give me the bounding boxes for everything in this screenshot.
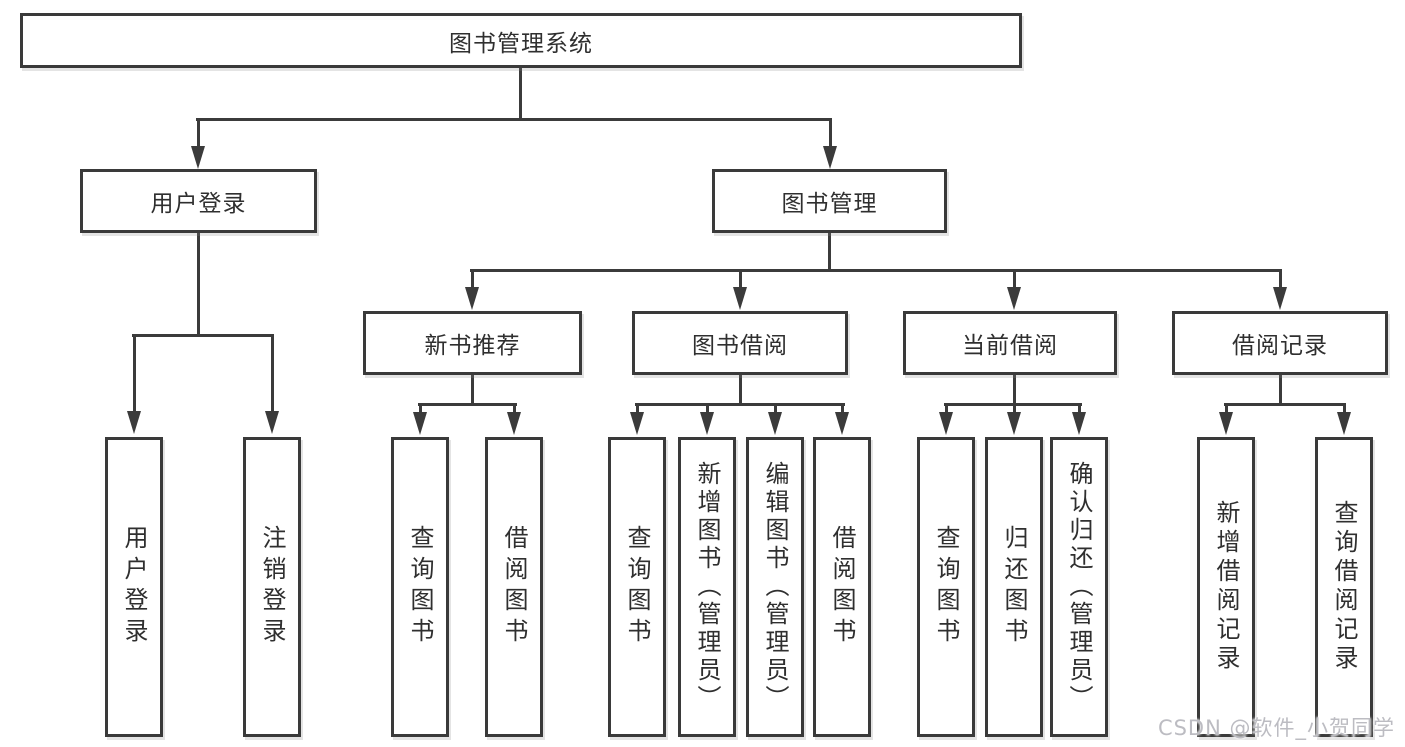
arrowhead-icon	[1273, 287, 1287, 310]
leaf-borrow-books: 借阅图书	[813, 437, 871, 737]
leaf-query-books: 查询图书	[391, 437, 449, 737]
node-new-book-recommend: 新书推荐	[363, 311, 582, 375]
connector-line	[132, 334, 274, 337]
node-label: 借阅图书	[828, 525, 856, 649]
connector-line	[471, 269, 474, 290]
node-book-management: 图书管理	[712, 169, 947, 233]
connector-line	[945, 403, 948, 417]
node-label: 归还图书	[1000, 525, 1028, 649]
connector-line	[1224, 403, 1346, 406]
arrowhead-icon	[1007, 287, 1021, 310]
arrowhead-icon	[768, 412, 782, 435]
node-label: 查询借阅记录	[1330, 500, 1358, 674]
arrowhead-icon	[700, 412, 714, 435]
node-label: 用户登录	[150, 191, 247, 217]
connector-line	[828, 231, 831, 272]
connector-line	[739, 373, 742, 406]
watermark: CSDN @软件_小贺同学	[1157, 716, 1395, 740]
connector-line	[774, 403, 777, 417]
leaf-add-borrow-record: 新增借阅记录	[1197, 437, 1255, 737]
node-label: 新书推荐	[424, 333, 521, 359]
connector-line	[636, 403, 639, 417]
connector-line	[1013, 373, 1016, 406]
connector-line	[1078, 403, 1081, 417]
connector-line	[470, 269, 1282, 272]
connector-line	[513, 403, 516, 417]
node-label: 当前借阅	[962, 333, 1058, 359]
node-label: 新增借阅记录	[1212, 500, 1240, 674]
connector-line	[197, 231, 200, 337]
node-label: 查询图书	[406, 525, 434, 649]
arrowhead-icon	[465, 287, 479, 310]
node-label: 新增图书（管理员）	[693, 461, 721, 713]
node-label: 编辑图书（管理员）	[761, 461, 789, 713]
connector-line	[419, 403, 422, 417]
leaf-borrow-books: 借阅图书	[485, 437, 543, 737]
connector-line	[829, 118, 832, 151]
leaf-return-books: 归还图书	[985, 437, 1043, 737]
node-label: 用户登录	[120, 525, 148, 649]
node-label: 确认归还（管理员）	[1065, 461, 1093, 713]
node-label: 借阅记录	[1232, 333, 1328, 359]
connector-line	[418, 403, 517, 406]
leaf-user-login: 用户登录	[105, 437, 163, 737]
leaf-confirm-return-admin: 确认归还（管理员）	[1050, 437, 1108, 737]
connector-line	[841, 403, 844, 417]
connector-line	[706, 403, 709, 417]
connector-line	[1343, 403, 1346, 417]
leaf-edit-book-admin: 编辑图书（管理员）	[746, 437, 804, 737]
connector-line	[1225, 403, 1228, 417]
arrowhead-icon	[823, 146, 837, 169]
leaf-query-books: 查询图书	[608, 437, 666, 737]
arrowhead-icon	[265, 411, 279, 434]
node-current-borrowing: 当前借阅	[903, 311, 1117, 375]
node-user-login: 用户登录	[80, 169, 317, 233]
arrowhead-icon	[733, 287, 747, 310]
leaf-add-book-admin: 新增图书（管理员）	[678, 437, 736, 737]
node-label: 图书借阅	[692, 333, 788, 359]
node-book-borrowing: 图书借阅	[632, 311, 848, 375]
arrowhead-icon	[1337, 412, 1351, 435]
connector-line	[271, 334, 274, 413]
arrowhead-icon	[191, 146, 205, 169]
connector-line	[1279, 373, 1282, 406]
connector-line	[133, 334, 136, 413]
connector-line	[1013, 269, 1016, 290]
connector-line	[1279, 269, 1282, 290]
connector-line	[196, 118, 832, 121]
arrowhead-icon	[127, 411, 141, 434]
node-label: 注销登录	[258, 525, 286, 649]
connector-line	[739, 269, 742, 290]
arrowhead-icon	[835, 412, 849, 435]
arrowhead-icon	[1072, 412, 1086, 435]
arrowhead-icon	[1219, 412, 1233, 435]
arrowhead-icon	[630, 412, 644, 435]
leaf-query-borrow-record: 查询借阅记录	[1315, 437, 1373, 737]
connector-line	[519, 66, 522, 120]
arrowhead-icon	[413, 412, 427, 435]
node-label: 查询图书	[623, 525, 651, 649]
arrowhead-icon	[507, 412, 521, 435]
node-label: 借阅图书	[500, 525, 528, 649]
connector-line	[635, 403, 845, 406]
arrowhead-icon	[939, 412, 953, 435]
connector-line	[471, 373, 474, 406]
node-label: 图书管理系统	[449, 30, 593, 57]
node-library-system: 图书管理系统	[20, 13, 1022, 68]
connector-line	[1013, 403, 1016, 417]
node-label: 图书管理	[781, 191, 878, 217]
leaf-logout: 注销登录	[243, 437, 301, 737]
arrowhead-icon	[1007, 412, 1021, 435]
connector-line	[197, 118, 200, 151]
node-borrowing-records: 借阅记录	[1172, 311, 1388, 375]
leaf-query-books: 查询图书	[917, 437, 975, 737]
node-label: 查询图书	[932, 525, 960, 649]
